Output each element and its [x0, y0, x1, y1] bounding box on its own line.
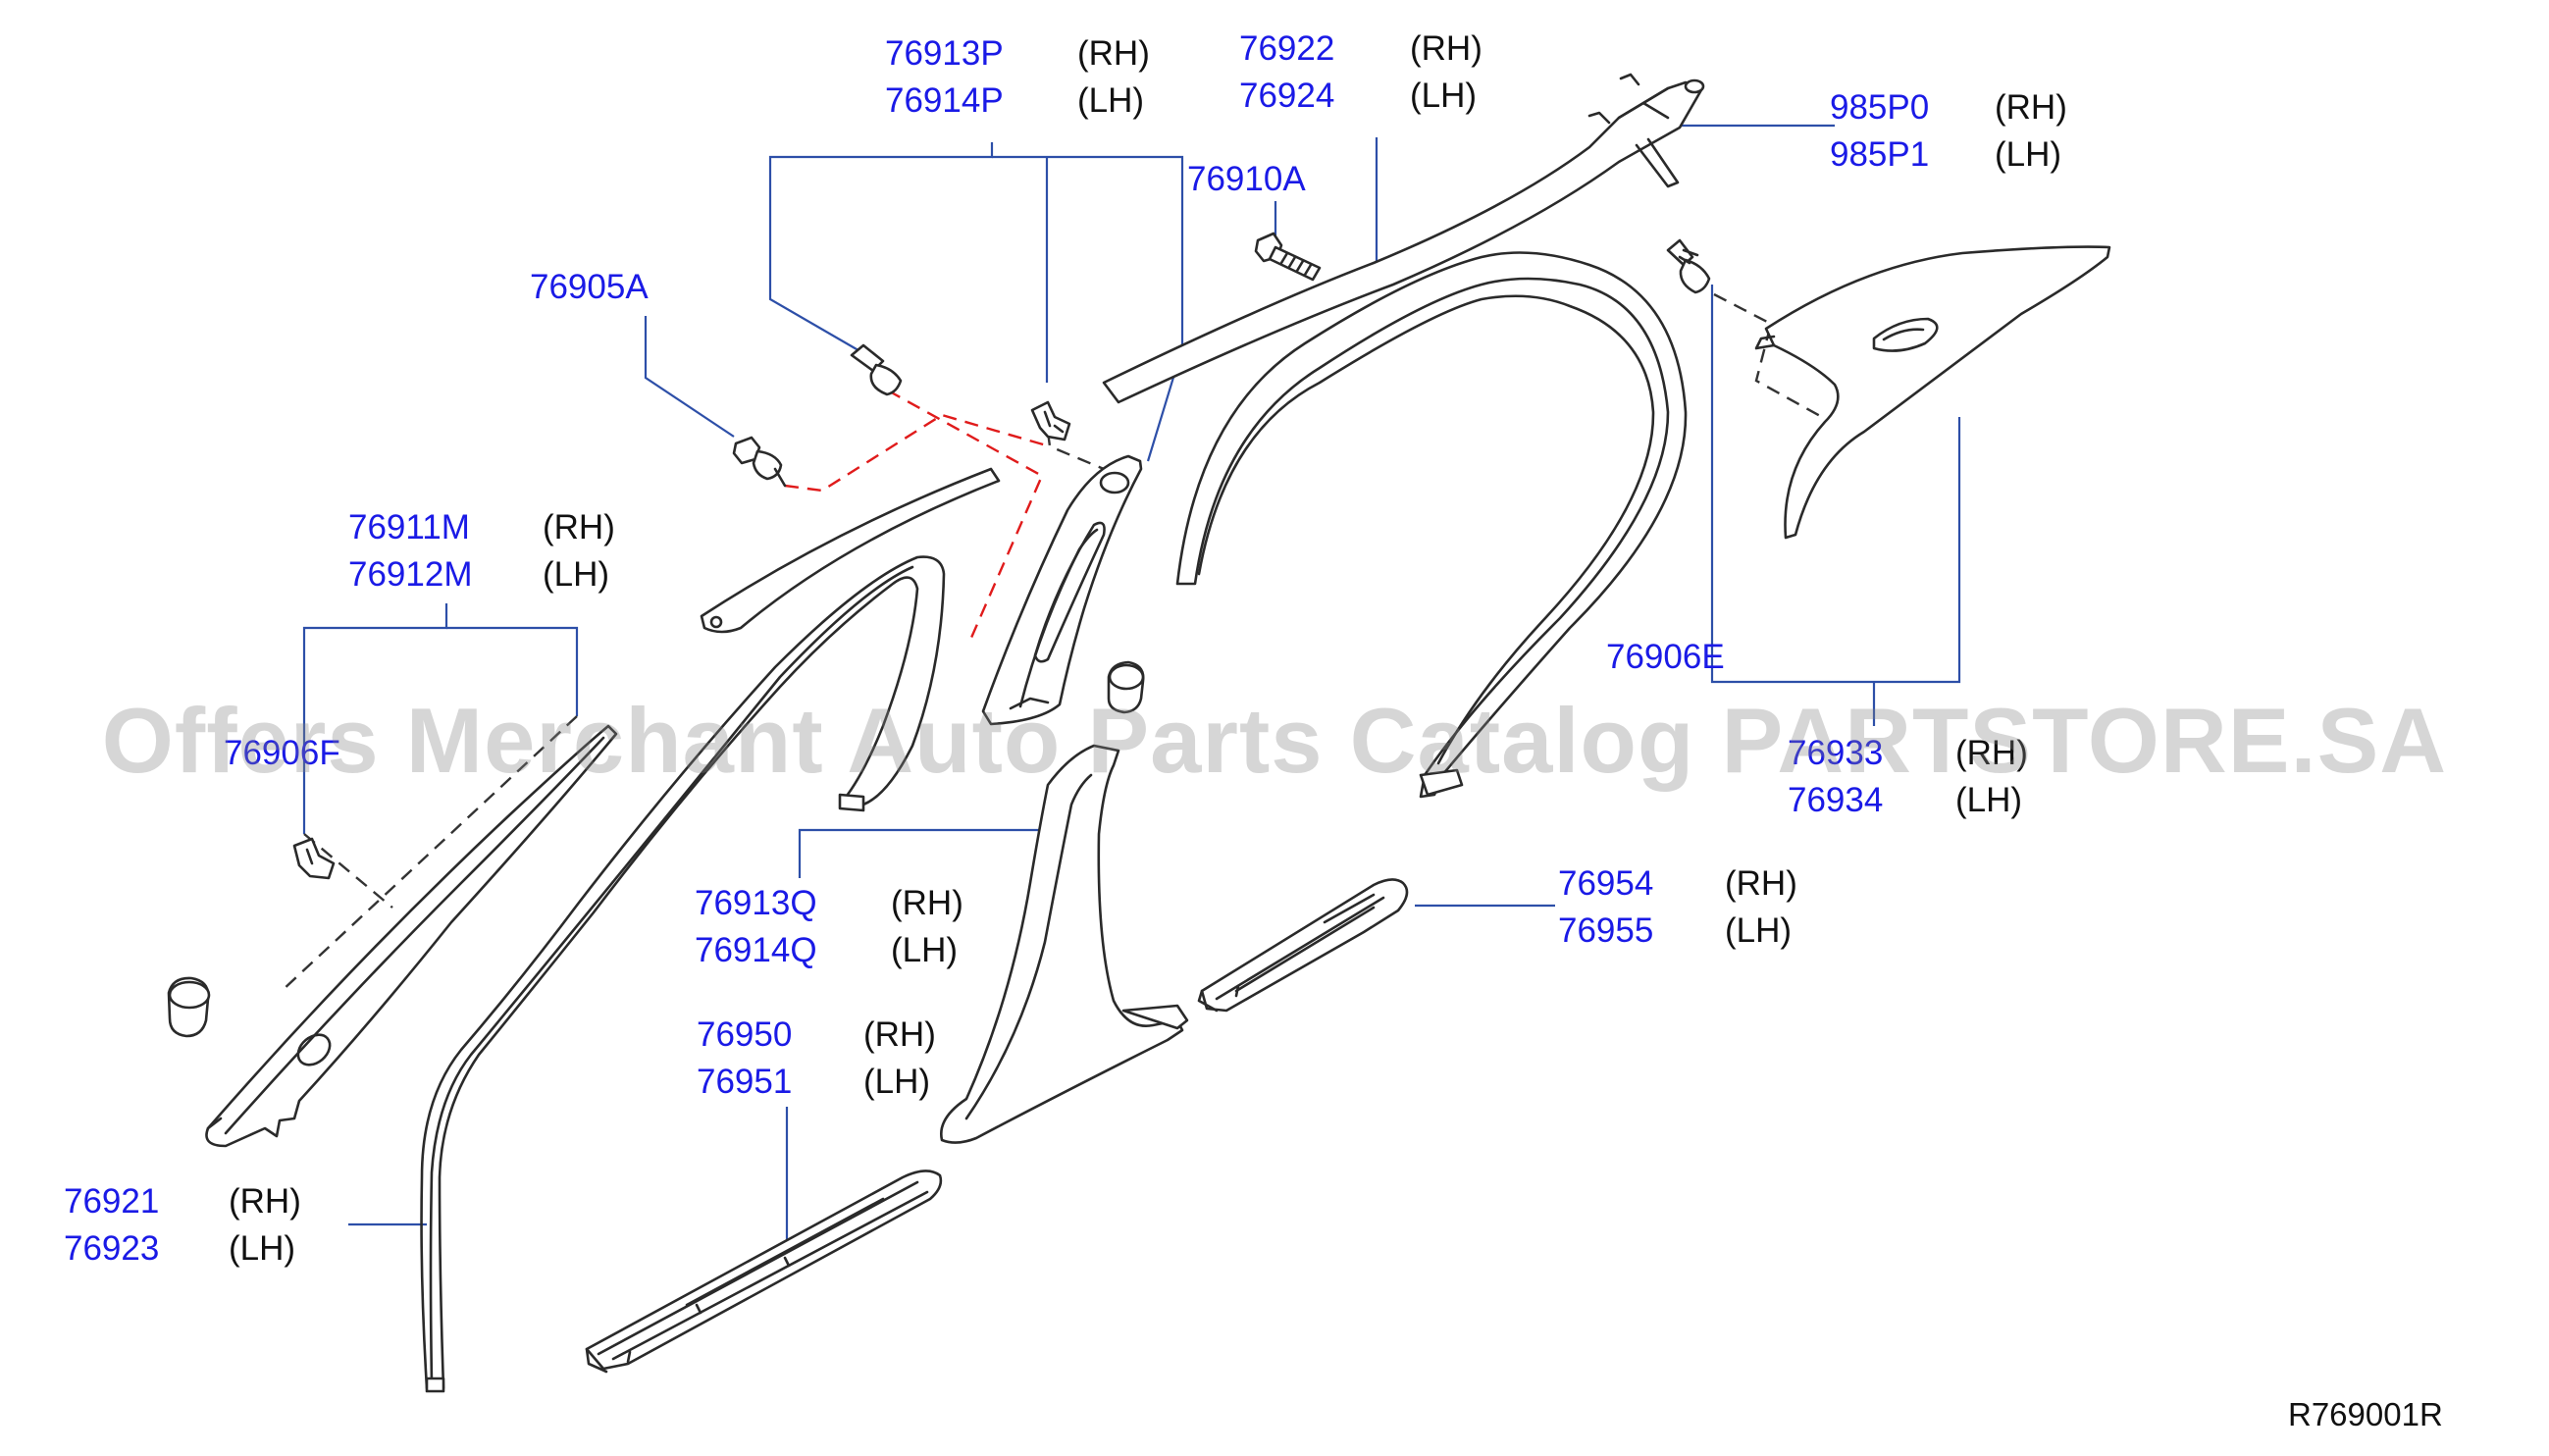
- side-label-76954: (RH): [1725, 864, 1797, 903]
- leader-lines: [302, 124, 1961, 1241]
- part-number-76913p[interactable]: 76913P: [885, 34, 1004, 73]
- part-number-76951[interactable]: 76951: [697, 1063, 793, 1101]
- part-number-76914q[interactable]: 76914Q: [695, 931, 817, 969]
- part-number-76906e[interactable]: 76906E: [1606, 638, 1725, 676]
- side-label-76921: (RH): [229, 1182, 301, 1221]
- side-label-76911m: (RH): [543, 508, 615, 546]
- front-weatherstrip[interactable]: [420, 555, 946, 1390]
- side-label-76913q: (RH): [891, 884, 963, 922]
- side-label-76912m: (LH): [543, 555, 610, 594]
- side-label-76914p: (LH): [1077, 81, 1145, 120]
- roof-rail-garnish[interactable]: [1102, 80, 1704, 404]
- part-number-76912m[interactable]: 76912M: [348, 555, 473, 594]
- center-pillar-lower-garnish[interactable]: [940, 744, 1184, 1144]
- part-number-76921[interactable]: 76921: [64, 1182, 160, 1221]
- screw-76905a[interactable]: [732, 436, 787, 488]
- part-number-76905a[interactable]: 76905A: [530, 268, 649, 306]
- rear-pillar-garnish[interactable]: [1764, 245, 2111, 540]
- side-label-985p1: (LH): [1995, 135, 2062, 174]
- side-label-76951: (LH): [863, 1063, 931, 1101]
- front-pillar-upper-strip[interactable]: [700, 467, 1001, 634]
- side-label-76923: (LH): [229, 1229, 296, 1268]
- side-label-76933: (RH): [1955, 734, 2028, 772]
- part-number-76924[interactable]: 76924: [1239, 77, 1335, 115]
- clip-985p0[interactable]: [1666, 238, 1711, 294]
- grommet-left[interactable]: [167, 976, 211, 1038]
- grommet-center[interactable]: [1107, 660, 1145, 714]
- side-label-76922: (RH): [1410, 29, 1483, 68]
- side-label-985p0: (RH): [1995, 88, 2067, 127]
- part-number-76910a[interactable]: 76910A: [1187, 160, 1306, 198]
- part-number-76954[interactable]: 76954: [1558, 864, 1654, 903]
- part-number-985p0[interactable]: 985P0: [1830, 88, 1930, 127]
- diagram-reference-code: R769001R: [2288, 1396, 2443, 1432]
- part-number-76922[interactable]: 76922: [1239, 29, 1335, 68]
- clip-76911m[interactable]: [292, 837, 336, 880]
- front-kick-plate[interactable]: [585, 1170, 943, 1371]
- part-number-76913q[interactable]: 76913Q: [695, 884, 817, 922]
- part-number-76933[interactable]: 76933: [1788, 734, 1884, 772]
- side-label-76913p: (RH): [1077, 34, 1150, 73]
- part-number-76950[interactable]: 76950: [697, 1015, 793, 1054]
- part-number-76934[interactable]: 76934: [1788, 781, 1884, 819]
- part-number-985p1[interactable]: 985P1: [1830, 135, 1930, 174]
- clip-upper-left[interactable]: [850, 343, 903, 396]
- side-label-76950: (RH): [863, 1015, 936, 1054]
- side-label-76955: (LH): [1725, 911, 1793, 950]
- bolt-76910a[interactable]: [1254, 232, 1322, 282]
- part-number-76906f[interactable]: 76906F: [224, 734, 340, 772]
- part-number-76911m[interactable]: 76911M: [348, 508, 470, 546]
- side-label-76934: (LH): [1955, 781, 2023, 819]
- side-label-76914q: (LH): [891, 931, 959, 969]
- retainer-clip-upper[interactable]: [1030, 400, 1071, 442]
- part-number-76914p[interactable]: 76914P: [885, 81, 1004, 120]
- part-number-76923[interactable]: 76923: [64, 1229, 160, 1268]
- part-number-76955[interactable]: 76955: [1558, 911, 1654, 950]
- side-label-76924: (LH): [1410, 77, 1478, 115]
